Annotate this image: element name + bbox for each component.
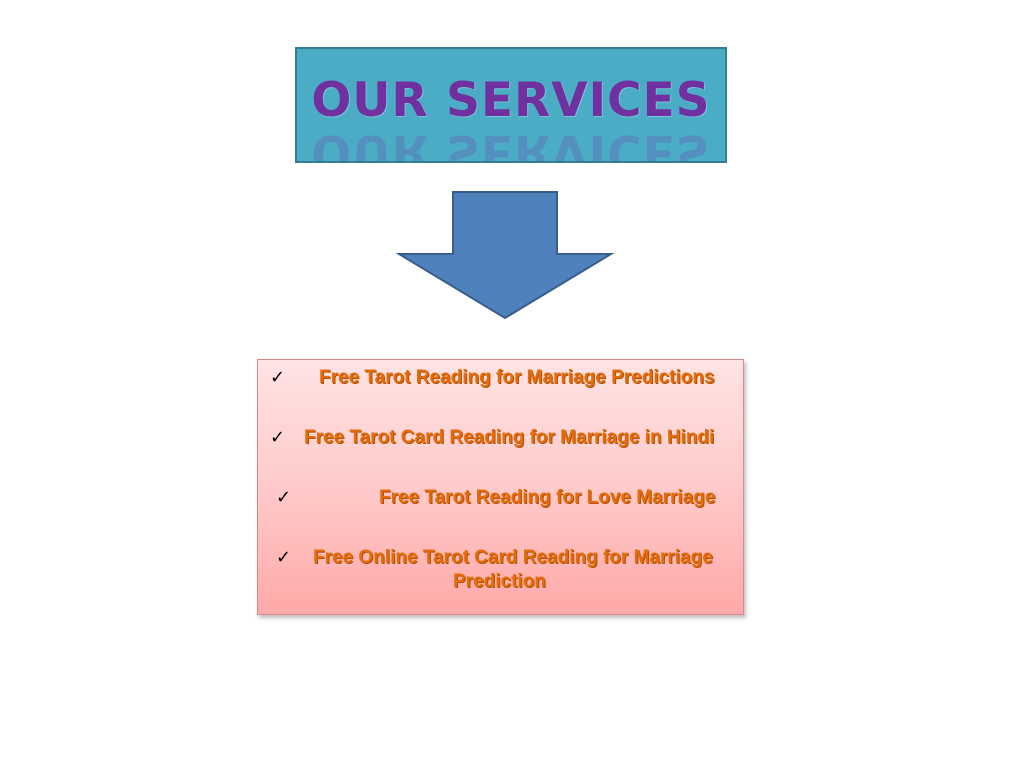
title-box: OUR SERVICES OUR SERVICES (295, 47, 727, 163)
page-title: OUR SERVICES (311, 73, 711, 128)
down-arrow-icon (395, 191, 615, 320)
down-arrow-shape (395, 191, 615, 320)
checkmark-icon: ✓ (276, 487, 292, 508)
service-item-2: Free Tarot Card Reading for Marriage in … (304, 427, 715, 448)
checkmark-icon: ✓ (270, 427, 286, 448)
checkmark-icon: ✓ (270, 367, 286, 388)
checkmark-icon: ✓ (276, 547, 292, 568)
service-item-4-line2: Prediction (453, 571, 546, 592)
services-list: ✓ Free Tarot Reading for Marriage Predic… (257, 359, 744, 615)
page-title-reflection: OUR SERVICES (311, 124, 711, 163)
service-item-3: Free Tarot Reading for Love Marriage (379, 487, 716, 508)
service-item-1: Free Tarot Reading for Marriage Predicti… (319, 367, 715, 388)
service-item-4-line1: Free Online Tarot Card Reading for Marri… (313, 547, 713, 568)
